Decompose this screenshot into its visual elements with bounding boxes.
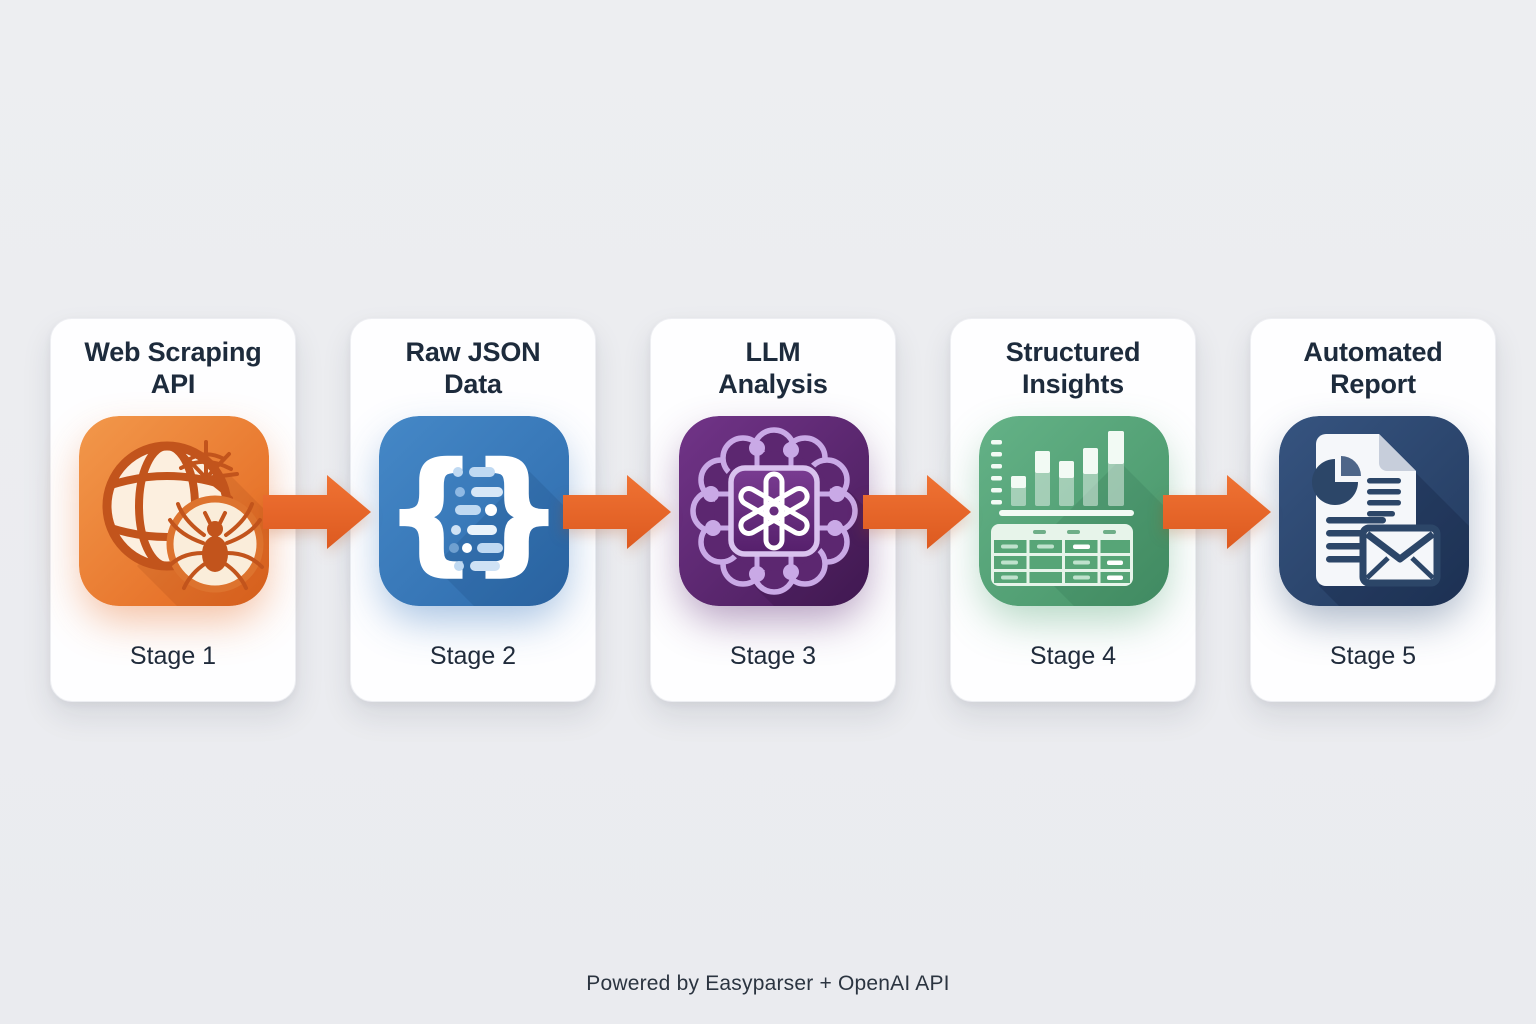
stage-title-line2: Data (444, 368, 502, 399)
flow-arrow-1-to-2 (263, 475, 371, 549)
stage-title-line1: Structured (1005, 337, 1141, 367)
stage-label: Stage 4 (1029, 642, 1117, 670)
stage-title: Raw JSON Data (351, 337, 595, 401)
stage-card-web-scraping: Web Scraping API (50, 318, 296, 702)
ai-brain-chip-icon (679, 416, 869, 606)
stage-title-line2: API (150, 368, 196, 399)
stage-title-line2: Insights (1022, 368, 1124, 399)
stage-title-line1: Raw JSON (405, 337, 541, 367)
stage-card-llm-analysis: LLM Analysis (650, 318, 896, 702)
stage-card-automated-report: Automated Report (1250, 318, 1496, 702)
stage-title-line1: LLM (745, 337, 801, 367)
stage-title-line1: Automated (1303, 337, 1443, 367)
flow-arrow-4-to-5 (1163, 475, 1271, 549)
json-braces-icon: { } (379, 416, 569, 606)
stage-title-line2: Analysis (718, 368, 828, 399)
stage-card-raw-json: Raw JSON Data { } (350, 318, 596, 702)
web-scraping-globe-spider-icon (79, 416, 269, 606)
flow-arrow-3-to-4 (863, 475, 971, 549)
flow-arrow-2-to-3 (563, 475, 671, 549)
stage-label: Stage 1 (129, 642, 217, 670)
stage-title: Automated Report (1251, 337, 1495, 401)
stage-label: Stage 2 (429, 642, 517, 670)
chart-table-icon (979, 416, 1169, 606)
stage-card-structured-insights: Structured Insights (950, 318, 1196, 702)
stage-label: Stage 3 (729, 642, 817, 670)
stage-title-line1: Web Scraping (84, 337, 262, 367)
footer-credit: Powered by Easyparser + OpenAI API (586, 972, 950, 995)
report-email-icon (1279, 416, 1469, 606)
stage-label: Stage 5 (1329, 642, 1417, 670)
stage-title: LLM Analysis (651, 337, 895, 401)
stage-title: Structured Insights (951, 337, 1195, 401)
stage-title: Web Scraping API (51, 337, 295, 401)
stage-title-line2: Report (1330, 368, 1416, 399)
